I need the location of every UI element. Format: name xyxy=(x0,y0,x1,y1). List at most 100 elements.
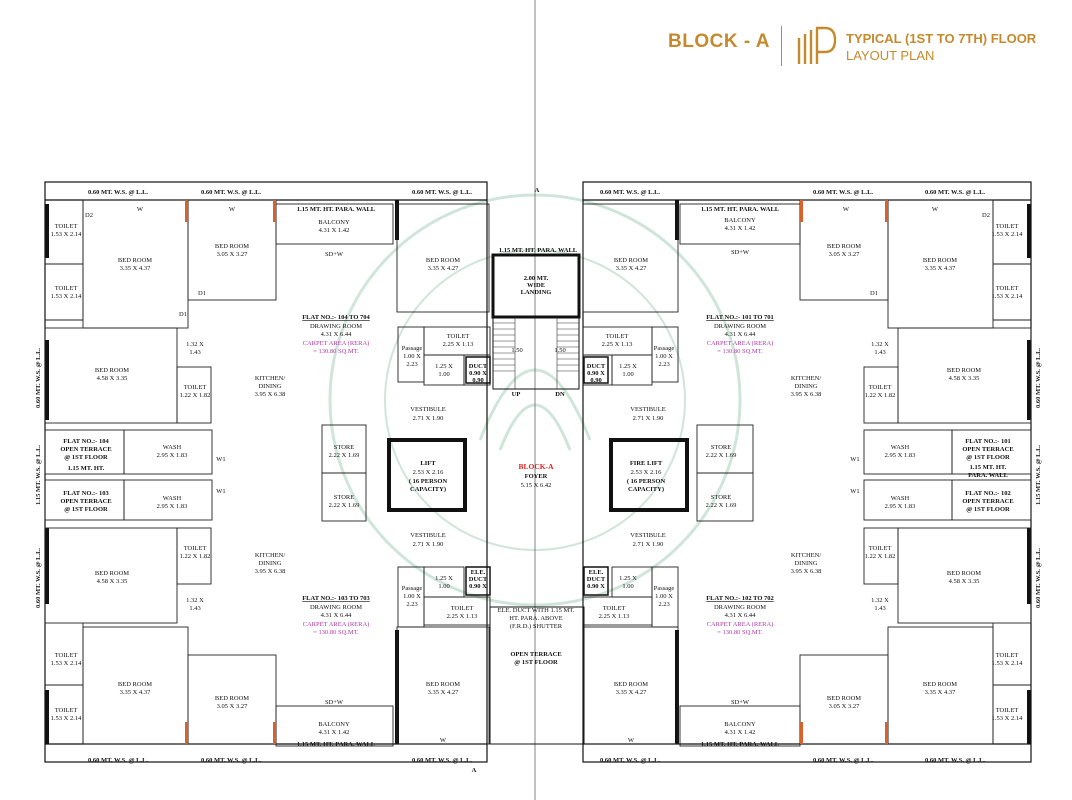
sdw-label: SD+W xyxy=(325,251,344,258)
terrace-floor: @ 1ST FLOOR xyxy=(966,506,1010,513)
toilet-label: TOILET xyxy=(869,384,892,391)
toilet-label: TOILET xyxy=(55,285,78,292)
toilet-label: TOILET xyxy=(55,707,78,714)
door-marker: D1 xyxy=(870,290,878,297)
store-dim: 2.22 X 1.69 xyxy=(706,502,737,509)
wash-dim: 2.95 X 1.83 xyxy=(885,452,916,459)
bedroom-dim: 3.35 X 4.37 xyxy=(925,265,956,272)
bedroom-label: BED ROOM xyxy=(614,681,648,688)
passage-dim: 1.00 X xyxy=(655,353,673,360)
ws-side-label: 0.60 MT. W.S. @ L.L. xyxy=(35,348,42,408)
drawing-room-dim: 4.31 X 6.44 xyxy=(321,612,352,619)
toilet-label: TOILET xyxy=(996,652,1019,659)
passage-label: Passage xyxy=(654,585,675,592)
ws-side-label: 0.60 MT. W.S. @ L.L. xyxy=(35,548,42,608)
wash-label: WASH xyxy=(163,444,182,451)
passage-dim: 2.23 xyxy=(658,361,669,368)
bedroom-label: BED ROOM xyxy=(947,570,981,577)
bedroom-label: BED ROOM xyxy=(95,367,129,374)
columns xyxy=(185,200,888,744)
wash-dim: 2.95 X 1.83 xyxy=(157,503,188,510)
toilet-label: TOILET xyxy=(996,223,1019,230)
passage-label: Passage xyxy=(654,345,675,352)
ws-label: 0.60 MT. W.S. @ L.L. xyxy=(600,757,660,764)
landing-label: LANDING xyxy=(521,289,552,296)
window-marker: W1 xyxy=(216,456,225,463)
floor-subtitle: LAYOUT PLAN xyxy=(846,48,935,63)
toilet-dim: 1.53 X 2.14 xyxy=(992,715,1023,722)
flat-number: FLAT NO.:- 102 TO 702 xyxy=(706,595,774,602)
cell-dim: 1.25 X xyxy=(435,575,453,582)
cell-dim: 1.25 X xyxy=(619,575,637,582)
dining-label: DINING xyxy=(794,383,817,390)
ws-side-label: 1.15 MT. W.S. @ L.L. xyxy=(35,445,42,505)
ws-label: 0.60 MT. W.S. @ L.L. xyxy=(88,757,148,764)
bedroom-label: BED ROOM xyxy=(95,570,129,577)
terrace-label: OPEN TERRACE xyxy=(60,446,111,453)
ws-label: 0.60 MT. W.S. @ L.L. xyxy=(813,189,873,196)
toilet-dim: 2.25 X 1.13 xyxy=(599,613,630,620)
toilet-dim: 1.53 X 2.14 xyxy=(51,293,82,300)
carpet-area-label: CARPET AREA (RERA) xyxy=(707,621,774,628)
toilet-label: TOILET xyxy=(603,605,626,612)
terrace-flat-number: FLAT NO.:- 102 xyxy=(965,490,1010,497)
window-marker: W xyxy=(628,737,635,744)
wash-dim: 2.95 X 1.83 xyxy=(157,452,188,459)
open-terrace-floor: @ 1ST FLOOR xyxy=(514,659,558,666)
toilet-dim: 1.53 X 2.14 xyxy=(51,231,82,238)
door-marker: D1 xyxy=(179,311,187,318)
lift-label: LIFT xyxy=(420,460,436,467)
bedroom-label: BED ROOM xyxy=(827,243,861,250)
duct-dim: 0.90 xyxy=(472,377,483,384)
header-divider xyxy=(781,26,782,66)
store-dim: 2.22 X 1.69 xyxy=(706,452,737,459)
small-dim: 1.32 X xyxy=(186,597,204,604)
toilet-label: TOILET xyxy=(184,545,207,552)
bedroom-dim: 3.35 X 4.37 xyxy=(925,689,956,696)
vestibule-label: VESTIBULE xyxy=(410,532,445,539)
balcony-dim: 4.31 X 1.42 xyxy=(319,227,350,234)
bedroom-label: BED ROOM xyxy=(118,257,152,264)
kitchen-dim: 3.95 X 6.38 xyxy=(791,391,822,398)
carpet-area-label: CARPET AREA (RERA) xyxy=(707,340,774,347)
ws-label: 0.60 MT. W.S. @ L.L. xyxy=(412,757,472,764)
fire-lift-label: FIRE LIFT xyxy=(630,460,663,467)
duct-dim: 0.90 X xyxy=(469,583,487,590)
bedroom-label: BED ROOM xyxy=(118,681,152,688)
passage-dim: 1.00 X xyxy=(403,593,421,600)
open-terrace-label: OPEN TERRACE xyxy=(510,651,561,658)
flat-number: FLAT NO.:- 103 TO 703 xyxy=(302,595,370,602)
room-partitions xyxy=(44,199,1032,747)
carpet-area-label: CARPET AREA (RERA) xyxy=(303,340,370,347)
terrace-label: OPEN TERRACE xyxy=(962,498,1013,505)
kitchen-dim: 3.95 X 6.38 xyxy=(255,568,286,575)
terrace-flat-number: FLAT NO.:- 103 xyxy=(63,490,109,497)
cell-dim: 1.00 xyxy=(622,583,633,590)
balcony-dim: 4.31 X 1.42 xyxy=(725,729,756,736)
balcony-dim: 4.31 X 1.42 xyxy=(319,729,350,736)
window-marker: W1 xyxy=(216,488,225,495)
door-marker: D2 xyxy=(982,212,990,219)
small-dim: 1.43 xyxy=(189,605,200,612)
cell-dim: 1.25 X xyxy=(619,363,637,370)
wash-label: WASH xyxy=(891,495,910,502)
terrace-flat-number: FLAT NO.:- 104 xyxy=(63,438,109,445)
bedroom-dim: 3.35 X 4.27 xyxy=(428,689,459,696)
bedroom-label: BED ROOM xyxy=(923,681,957,688)
ws-label: 0.60 MT. W.S. @ L.L. xyxy=(88,189,148,196)
ele-duct-note: ELE. DUCT WITH 1.15 MT. xyxy=(498,607,575,614)
ele-duct-note: HT. PARA. ABOVE xyxy=(509,615,562,622)
toilet-dim: 1.53 X 2.14 xyxy=(992,231,1023,238)
ele-duct-label: ELE. xyxy=(589,569,604,576)
kitchen-dim: 3.95 X 6.38 xyxy=(791,568,822,575)
bedroom-label: BED ROOM xyxy=(215,695,249,702)
kitchen-dim: 3.95 X 6.38 xyxy=(255,391,286,398)
lift-dim: 2.53 X 2.16 xyxy=(631,469,662,476)
rera-watermark xyxy=(328,193,742,607)
landing-label: 2.00 MT. xyxy=(524,275,549,282)
toilet-label: TOILET xyxy=(869,545,892,552)
toilet-dim: 2.25 X 1.13 xyxy=(447,613,478,620)
building-logo-icon xyxy=(797,26,837,64)
drawing-room-label: DRAWING ROOM xyxy=(310,323,362,330)
bedroom-dim: 3.35 X 4.37 xyxy=(120,689,151,696)
